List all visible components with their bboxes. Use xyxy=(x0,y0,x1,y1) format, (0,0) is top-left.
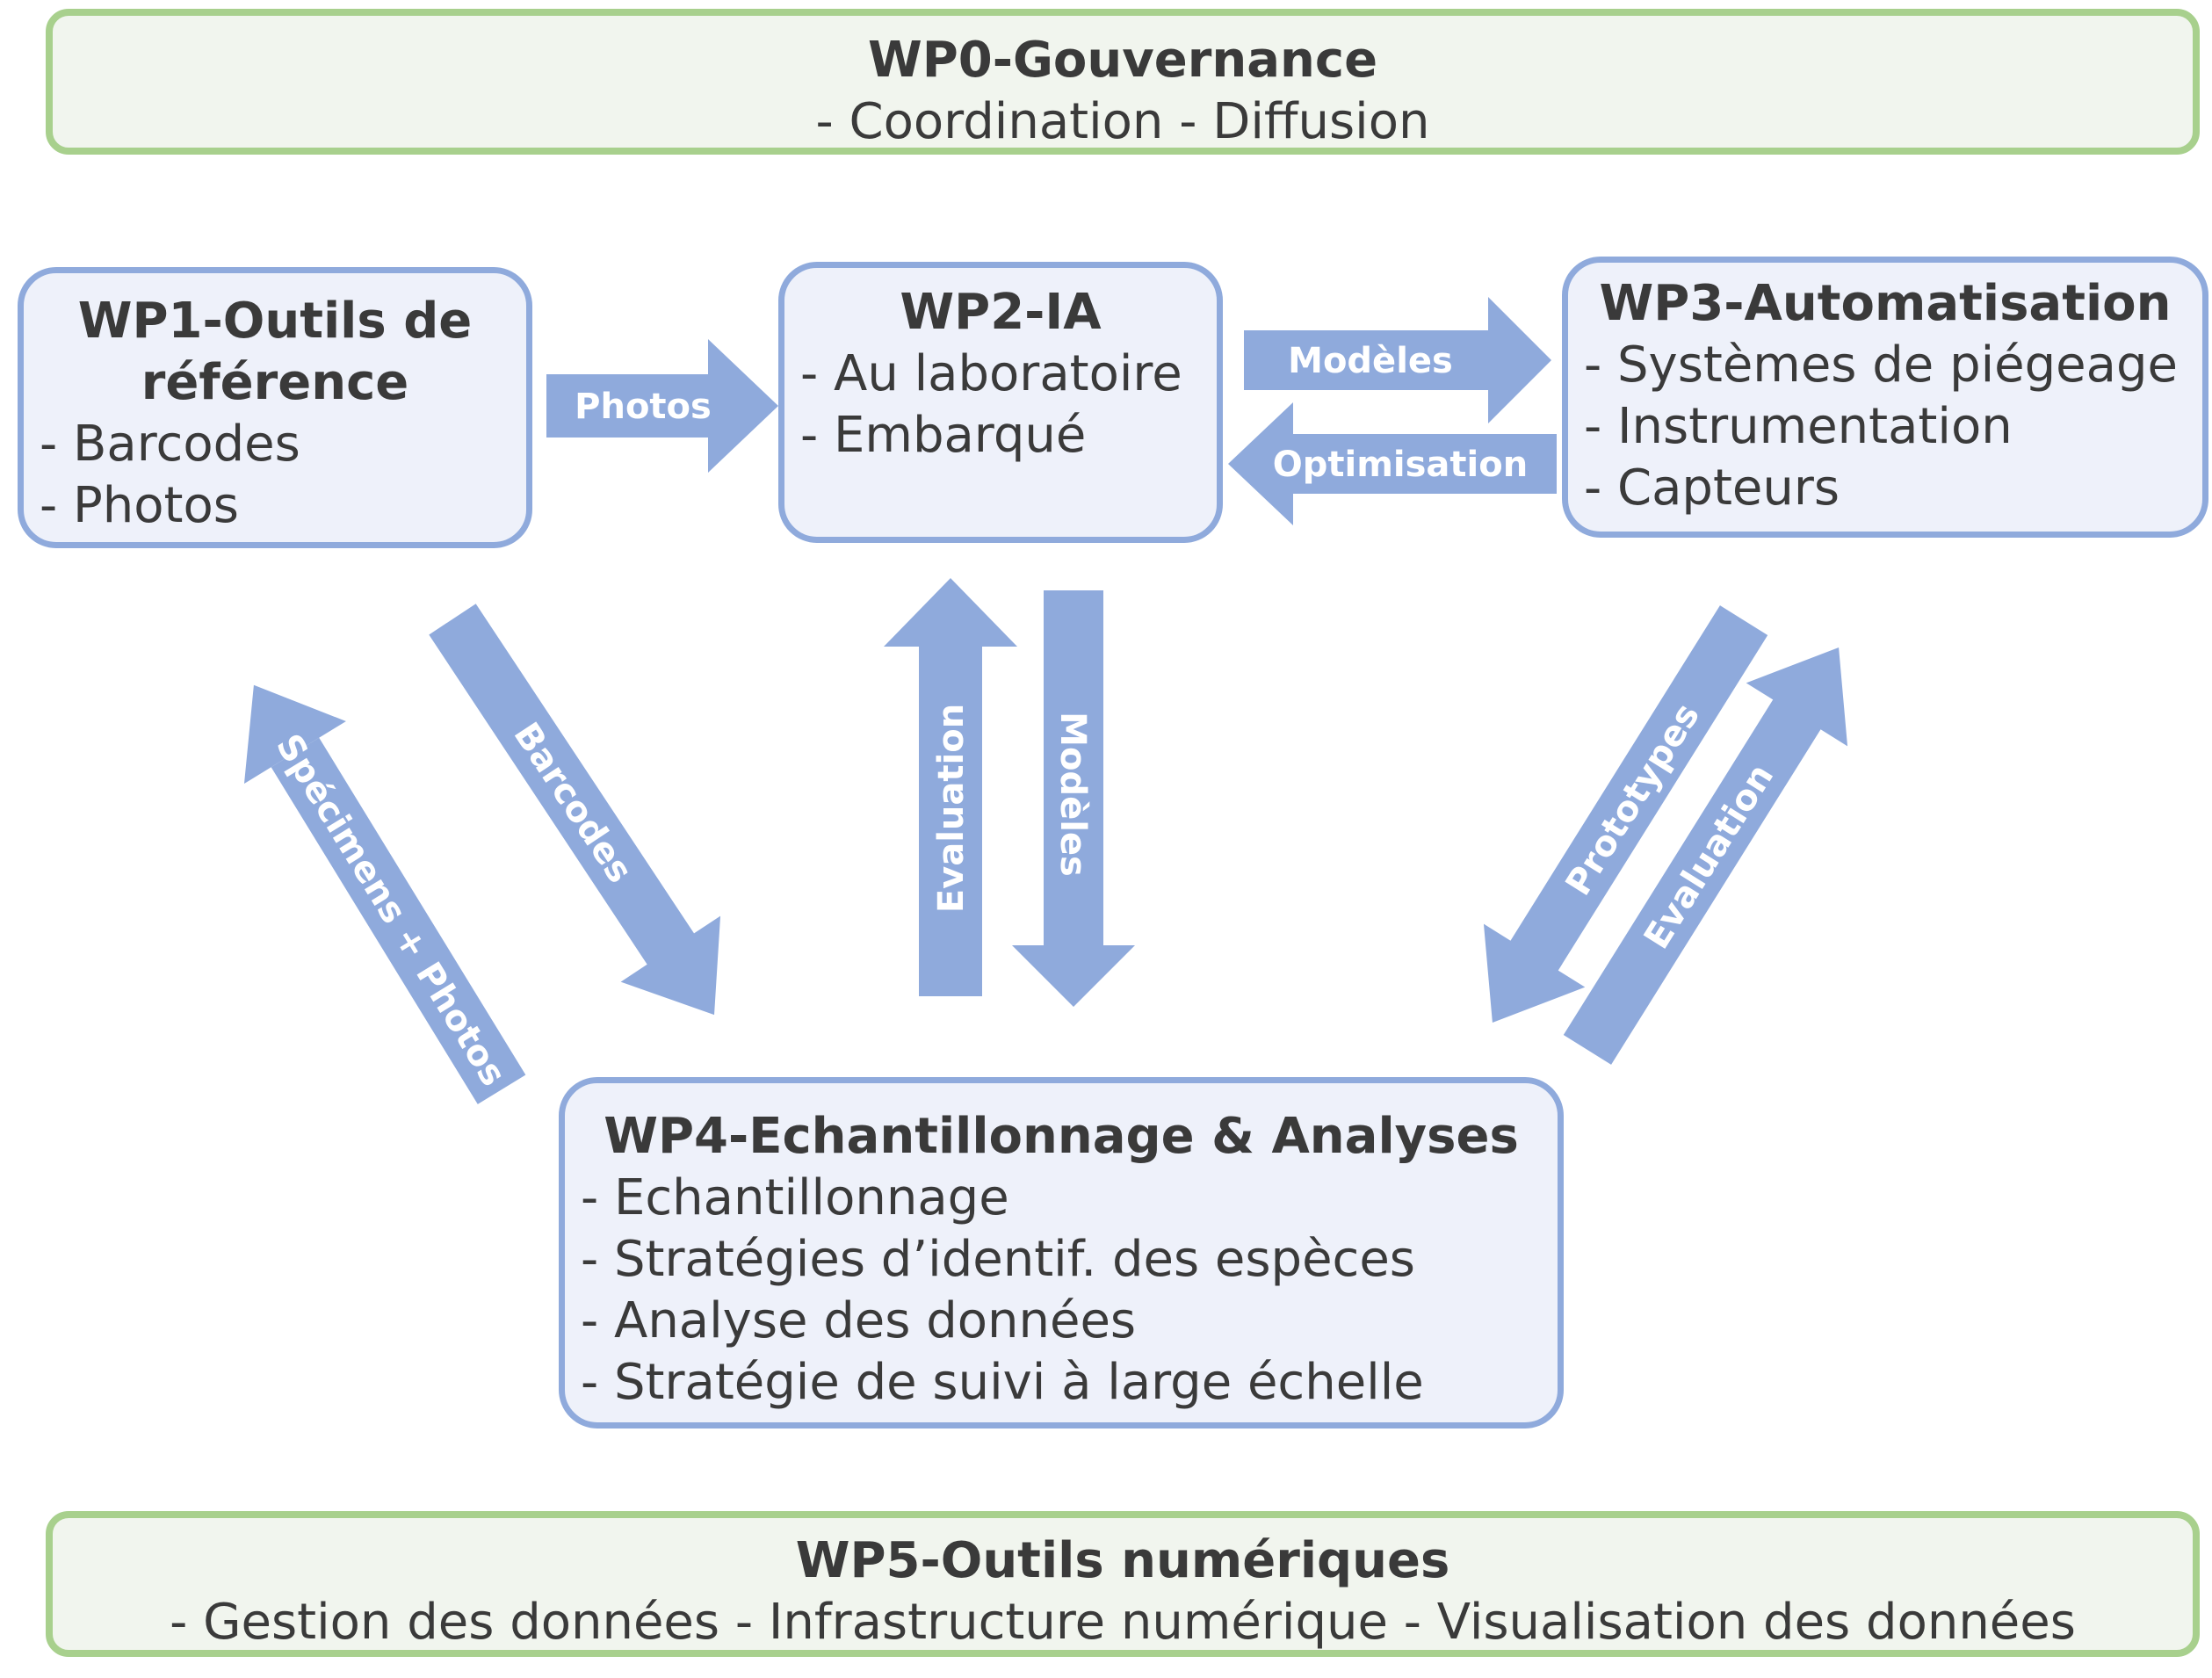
wp2-box: WP2-IA - Au laboratoire - Embarqué xyxy=(778,262,1223,543)
arrow-modeles-wp2-wp4: Modèles xyxy=(1012,590,1135,1007)
wp5-line: - Gestion des données - Infrastructure n… xyxy=(170,1594,2076,1651)
wp2-item: - Au laboratoire xyxy=(800,345,1182,402)
arrow-photos: Photos xyxy=(546,339,778,473)
arrow-label-modeles-v: Modèles xyxy=(1052,712,1093,877)
arrow-label-optimisation: Optimisation xyxy=(1273,445,1528,485)
wp4-item: - Echantillonnage xyxy=(581,1169,1009,1226)
wp3-item: - Instrumentation xyxy=(1584,398,2013,455)
wp3-item: - Capteurs xyxy=(1584,459,1840,517)
wp1-title-line1: WP1-Outils de xyxy=(77,293,473,350)
arrow-optimisation: Optimisation xyxy=(1228,402,1557,525)
wp2-title: WP2-IA xyxy=(900,284,1102,341)
arrow-label-evaluation-v: Evaluation xyxy=(931,704,972,913)
wp3-box: WP3-Automatisation - Systèmes de piégeag… xyxy=(1562,257,2208,538)
wp3-item: - Systèmes de piégeage xyxy=(1584,336,2178,394)
wp4-item: - Stratégie de suivi à large échelle xyxy=(581,1354,1424,1411)
wp1-title-line2: référence xyxy=(141,354,409,411)
arrow-label-photos: Photos xyxy=(575,387,712,427)
wp0-title: WP0-Gouvernance xyxy=(867,32,1378,89)
wp4-item: - Stratégies d’identif. des espèces xyxy=(581,1231,1415,1288)
wp0-box: WP0-Gouvernance - Coordination - Diffusi… xyxy=(46,9,2200,155)
arrow-label-modeles-h: Modèles xyxy=(1288,341,1453,381)
wp4-item: - Analyse des données xyxy=(581,1292,1137,1349)
wp4-box: WP4-Echantillonnage & Analyses - Echanti… xyxy=(559,1077,1564,1428)
wp5-title: WP5-Outils numériques xyxy=(795,1532,1450,1589)
wp1-item: - Barcodes xyxy=(40,416,300,473)
wp4-title: WP4-Echantillonnage & Analyses xyxy=(604,1108,1519,1165)
wp1-item: - Photos xyxy=(40,477,239,534)
wp3-title: WP3-Automatisation xyxy=(1599,275,2172,332)
wp2-item: - Embarqué xyxy=(800,407,1087,464)
arrow-label-specimens-photos: Spécimens + Photos xyxy=(268,727,514,1093)
arrow-evaluation-wp4-wp2: Evaluation xyxy=(884,578,1017,996)
wp0-line: - Coordination - Diffusion xyxy=(815,93,1430,150)
arrow-modeles-wp2-wp3: Modèles xyxy=(1244,297,1551,423)
wp5-box: WP5-Outils numériques - Gestion des donn… xyxy=(46,1511,2200,1657)
arrow-label-barcodes: Barcodes xyxy=(506,715,640,890)
wp1-box: WP1-Outils de référence - Barcodes - Pho… xyxy=(18,267,532,548)
